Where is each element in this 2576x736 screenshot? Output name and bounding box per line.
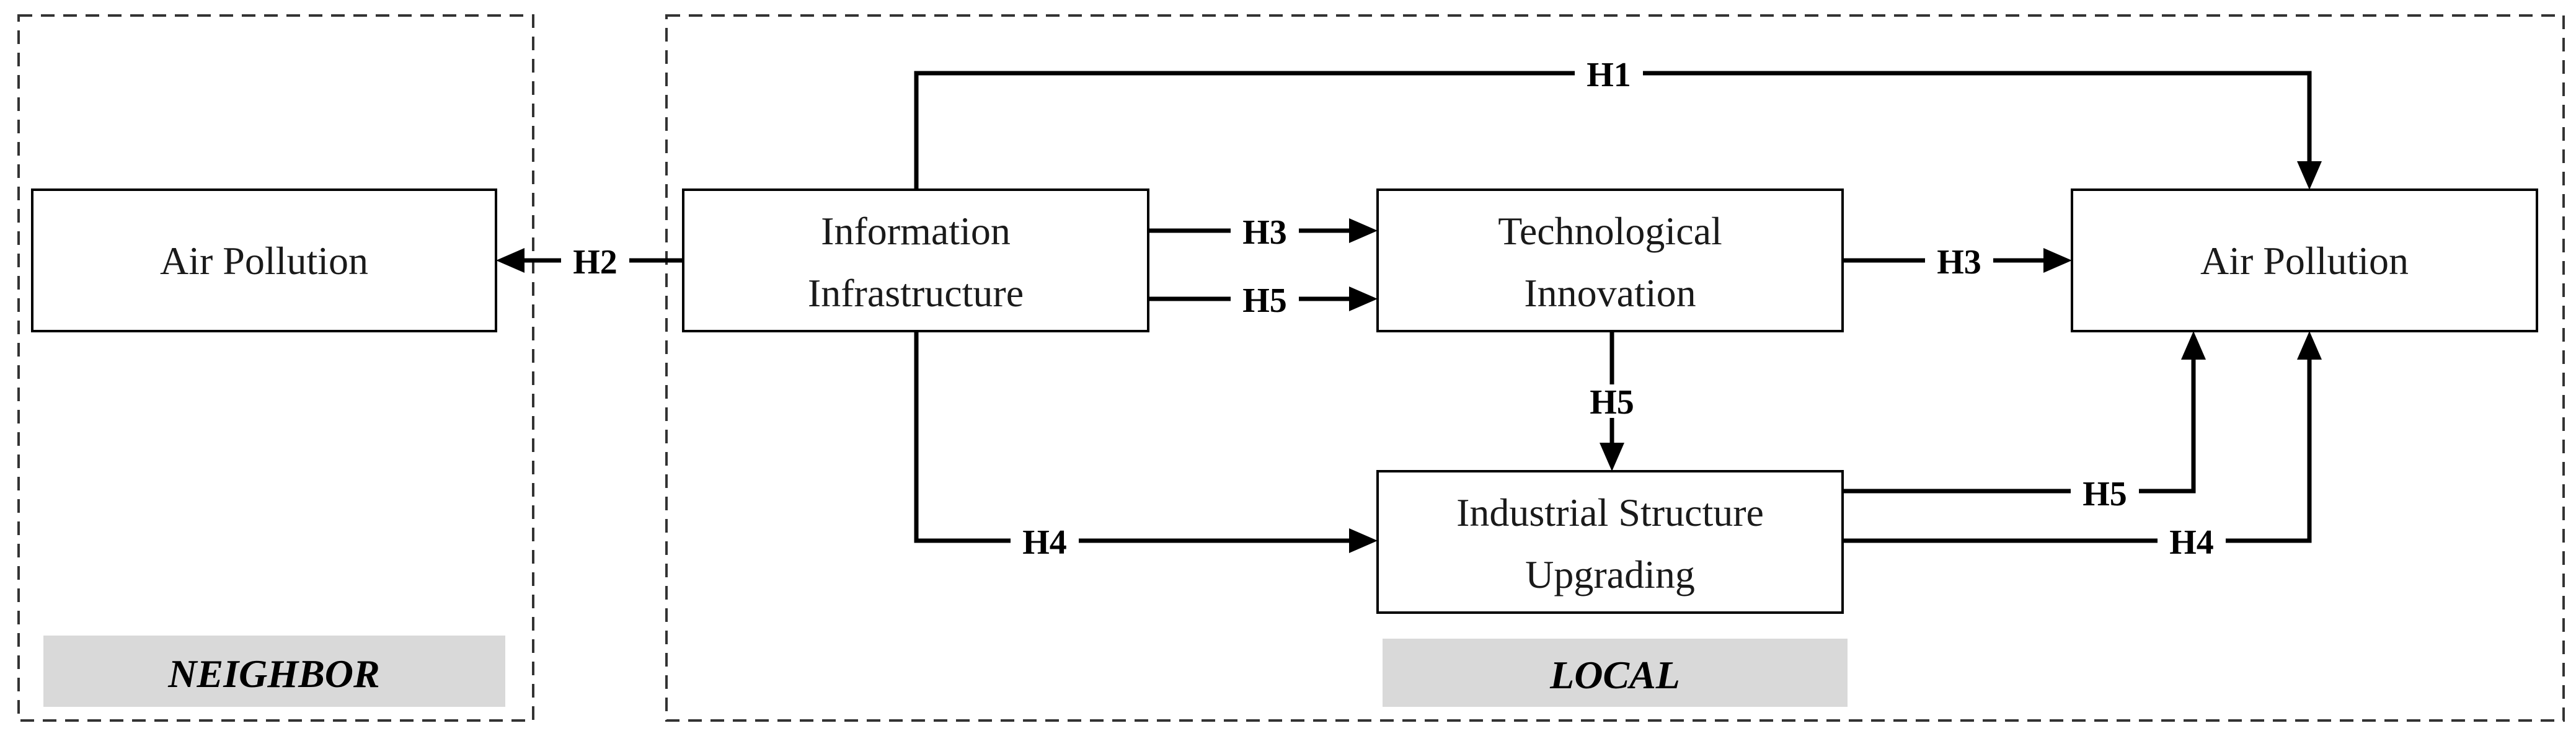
edge-h4-b-label: H4	[2169, 523, 2214, 562]
edge-h5-b-label: H5	[1590, 383, 1634, 422]
node-local-air-pollution-line-1: Air Pollution	[2200, 239, 2409, 283]
edge-h3-b-label: H3	[1937, 243, 1981, 282]
node-neighbor-air-pollution-line-1: Air Pollution	[160, 239, 368, 283]
edge-h3-b: H3	[1843, 243, 2072, 282]
region-local-border	[665, 14, 2565, 722]
edge-h1-label: H1	[1587, 56, 1631, 94]
edge-h3-a: H3	[1148, 213, 1378, 252]
edge-h2-label: H2	[573, 243, 617, 282]
node-industrial-structure-upgrading: Industrial Structure Upgrading	[1376, 470, 1844, 614]
node-information-infrastructure-line-2: Infrastructure	[808, 271, 1024, 315]
region-neighbor-border	[17, 14, 534, 722]
edge-h4-b: H4	[1843, 331, 2322, 562]
node-local-air-pollution: Air Pollution	[2071, 188, 2538, 332]
region-neighbor: NEIGHBOR	[17, 14, 534, 722]
edge-h5-a: H5	[1148, 282, 1378, 320]
node-information-infrastructure-line-1: Information	[821, 209, 1011, 253]
region-local-label-band	[1383, 639, 1848, 707]
region-local-label: LOCAL	[1549, 653, 1680, 697]
node-technological-innovation-line-2: Innovation	[1524, 271, 1696, 315]
edges: H1 H2 H3 H5 H3	[496, 56, 2322, 562]
edge-h1: H1	[914, 56, 2322, 190]
region-neighbor-label: NEIGHBOR	[167, 652, 379, 696]
edge-h5-c: H5	[1843, 331, 2206, 513]
edge-h5-c-label: H5	[2082, 475, 2127, 513]
node-information-infrastructure: Information Infrastructure	[682, 188, 1149, 332]
region-local: LOCAL	[665, 14, 2565, 722]
node-industrial-structure-upgrading-line-1: Industrial Structure	[1456, 490, 1764, 534]
node-technological-innovation-line-1: Technological	[1498, 209, 1722, 253]
node-technological-innovation: Technological Innovation	[1376, 188, 1844, 332]
node-industrial-structure-upgrading-line-2: Upgrading	[1525, 552, 1695, 596]
nodes: Air Pollution Information Infrastructure…	[31, 188, 2538, 614]
region-neighbor-label-band	[43, 636, 505, 707]
edge-h5-a-label: H5	[1242, 282, 1287, 320]
node-neighbor-air-pollution: Air Pollution	[31, 188, 497, 332]
edge-h2: H2	[496, 243, 683, 282]
edge-h4-a-label: H4	[1022, 523, 1067, 562]
edge-h3-a-label: H3	[1242, 213, 1287, 252]
edge-h4-a: H4	[914, 331, 1378, 562]
edge-h5-b: H5	[1578, 331, 1646, 471]
